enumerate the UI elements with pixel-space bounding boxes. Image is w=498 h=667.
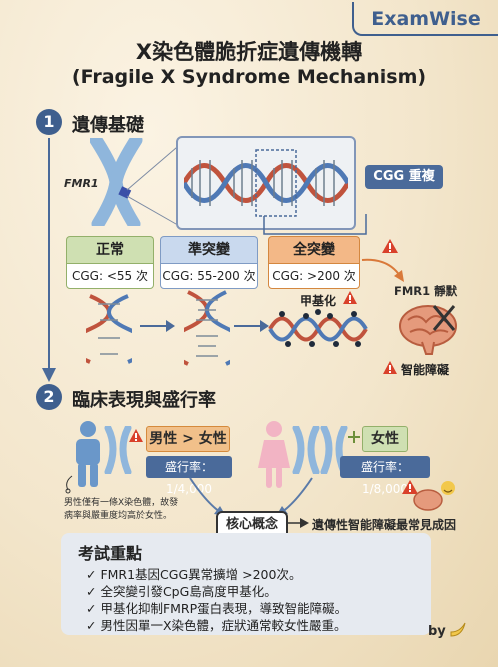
section-flow-arrow: [42, 138, 56, 382]
arrow-to-premutation: [140, 320, 175, 332]
section1-title: 遺傳基礎: [72, 115, 144, 136]
female-tag: 女性: [362, 426, 408, 452]
category-premutation-value: CGG: 55-200 次: [160, 263, 258, 289]
intellectual-disability-label: 智能障礙: [401, 363, 450, 377]
category-premutation-label: 準突變: [160, 236, 258, 263]
silence-arrow: [361, 258, 404, 282]
cgg-pointer-line: [263, 214, 367, 235]
key-point-item: ✓ 男性因單一X染色體，症狀通常較女性嚴重。: [86, 618, 347, 633]
cgg-repeat-badge: CGG 重複: [365, 165, 443, 189]
arrow-to-full-mutation: [234, 320, 269, 332]
category-full-mutation: 全突變 CGG: >200 次: [268, 236, 360, 289]
fmr1-gene-label: FMR1: [64, 177, 99, 190]
warning-icon: [382, 239, 398, 253]
key-point-item: ✓ FMR1基因CGG異常擴增 >200次。: [86, 567, 302, 582]
key-point-item: ✓ 甲基化抑制FMRP蛋白表現，導致智能障礙。: [86, 601, 348, 616]
dna-normal-icon: [86, 294, 132, 364]
zoom-lines: [126, 141, 184, 229]
banana-icon: [450, 622, 466, 637]
dna-methylated-icon: [268, 309, 368, 347]
section1-number: 1: [36, 109, 62, 135]
female-plus-icon: [348, 431, 360, 443]
thinking-brain-icon: [402, 480, 455, 511]
methylation-label: 甲基化: [300, 294, 337, 308]
male-explanation-line1: 男性僅有一條X染色體，故發: [64, 498, 179, 508]
page-title: X染色體脆折症遺傳機轉: [135, 40, 363, 64]
dna-helix-icon: [184, 149, 348, 217]
category-full-mutation-label: 全突變: [268, 236, 360, 263]
male-note-pointer: [65, 475, 73, 494]
section2-number: 2: [36, 384, 62, 410]
category-premutation: 準突變 CGG: 55-200 次: [160, 236, 258, 289]
methylation-warning-icon: [343, 291, 357, 304]
category-normal-label: 正常: [66, 236, 154, 263]
category-normal: 正常 CGG: <55 次: [66, 236, 154, 289]
key-points-title: 考試重點: [78, 544, 143, 563]
section2-title: 臨床表現與盛行率: [72, 390, 216, 411]
male-explanation-line2: 病率與嚴重度均高於女性。: [64, 511, 173, 521]
female-figure-icon: [258, 421, 290, 488]
dna-premutation-icon: [184, 290, 230, 366]
category-normal-value: CGG: <55 次: [66, 263, 154, 289]
category-full-mutation-value: CGG: >200 次: [268, 263, 360, 289]
core-result: 遺傳性智能障礙最常見成因: [312, 518, 457, 532]
male-figure-icon: [76, 421, 100, 487]
male-x-chromosome-icon: [104, 426, 132, 474]
fmr1-silence-label: FMR1 靜默: [394, 284, 458, 298]
male-severity-tag: 男性 > 女性: [146, 426, 230, 452]
disability-warning-icon: [383, 361, 397, 374]
key-points-panel: [61, 533, 431, 635]
brand-badge: ExamWise: [352, 2, 498, 36]
brain-icon: [399, 305, 457, 355]
male-warning-icon: [129, 429, 143, 442]
signature-text: by: [428, 624, 446, 639]
key-point-item: ✓ 全突變引發CpG島高度甲基化。: [86, 584, 277, 599]
x-chromosome-icon: [90, 138, 143, 226]
female-prevalence: 盛行率：1/8,000: [340, 456, 430, 496]
core-arrow: [288, 518, 309, 528]
page-subtitle: (Fragile X Syndrome Mechanism): [71, 66, 427, 88]
